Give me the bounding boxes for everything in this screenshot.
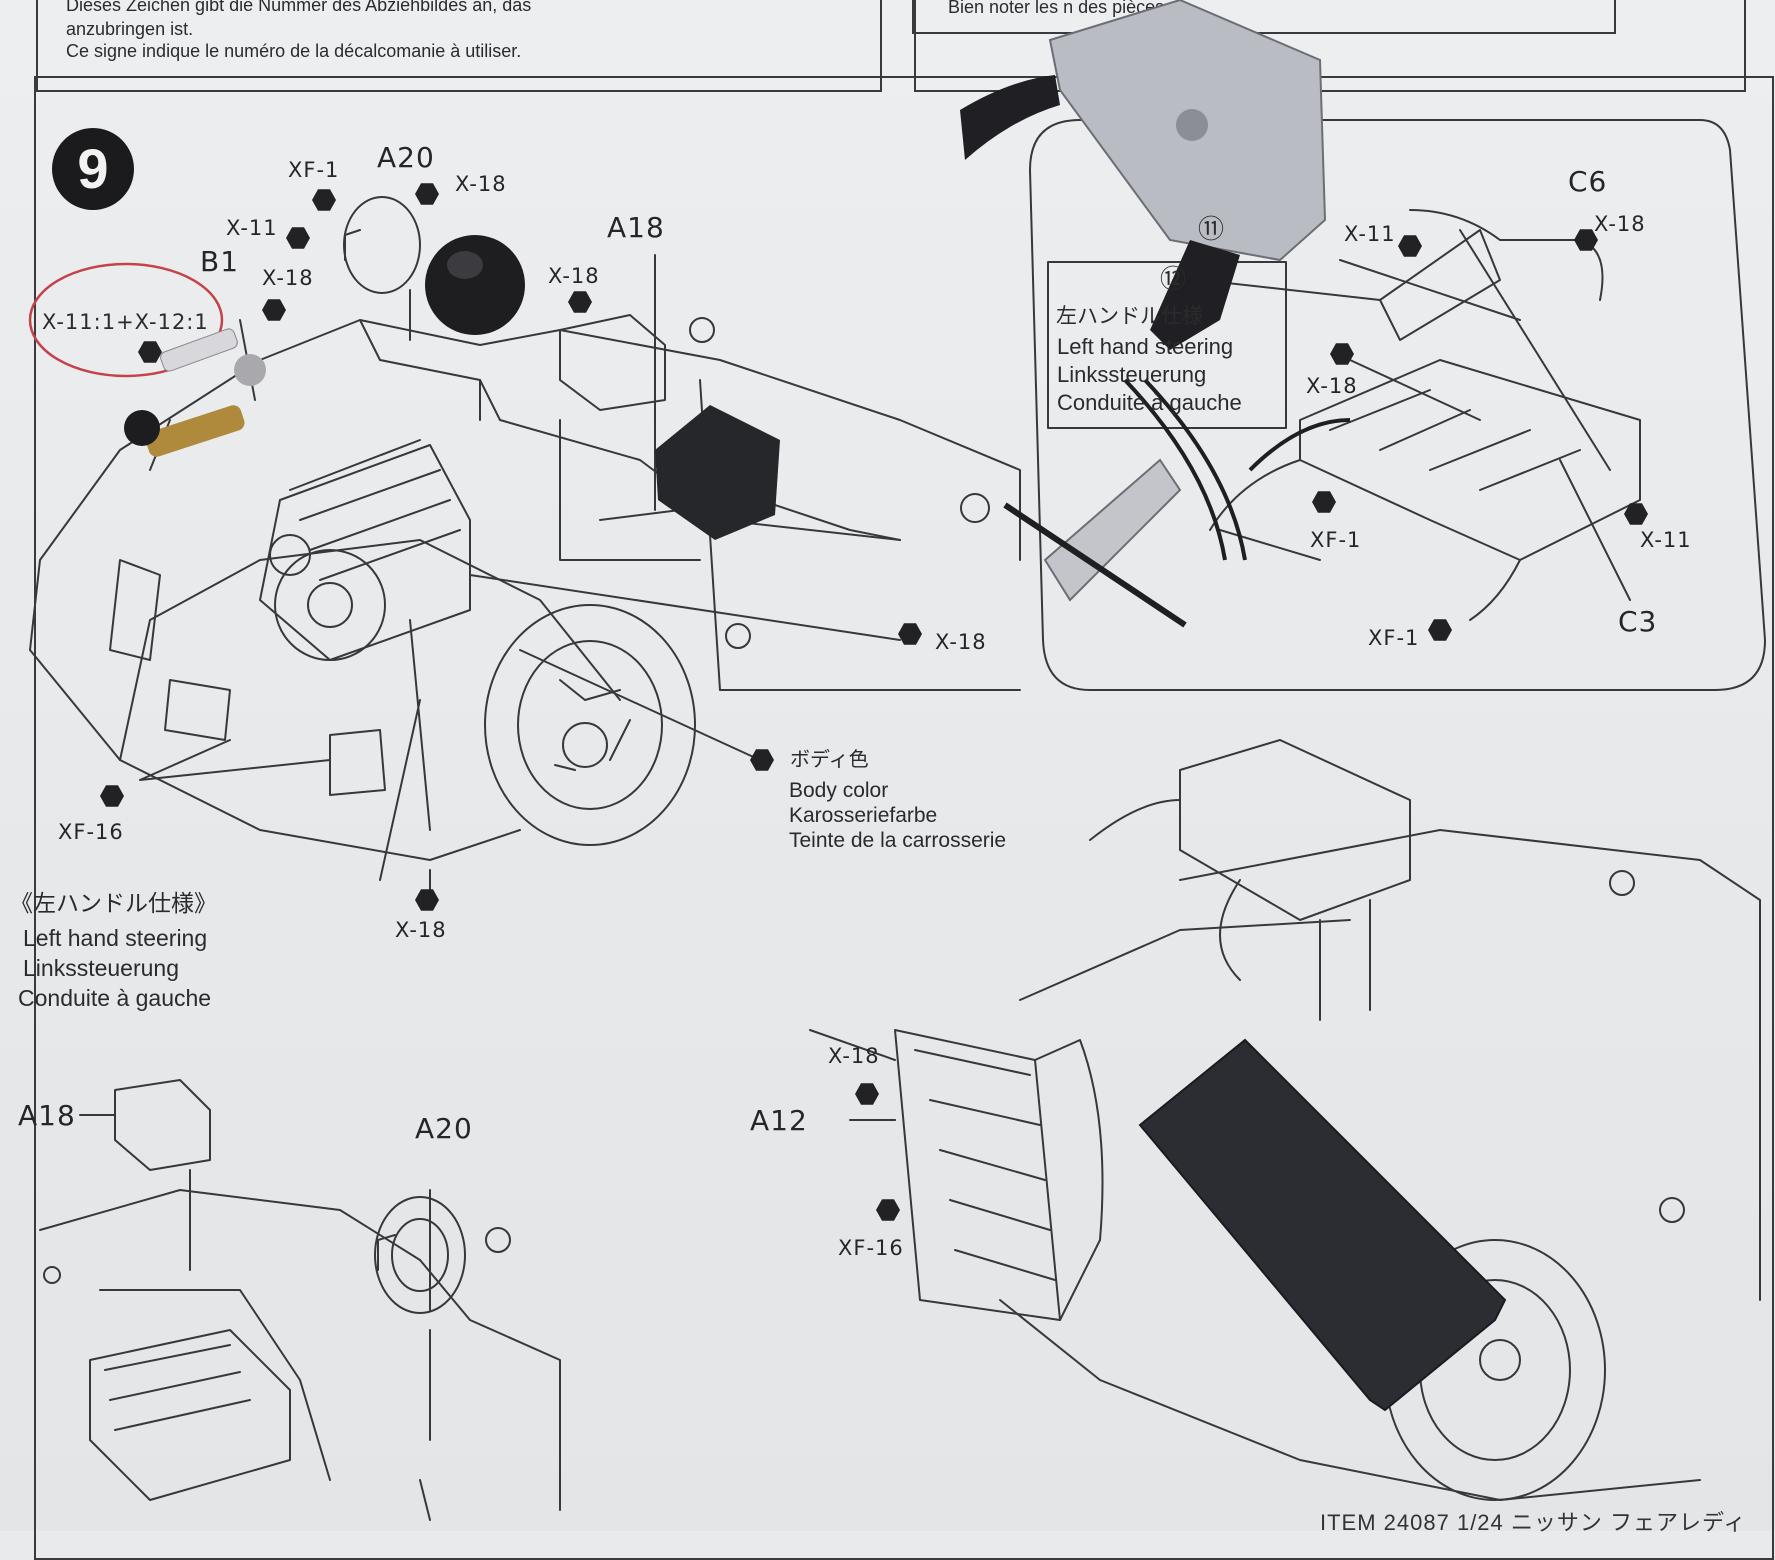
lower-label-a12: A12: [750, 1104, 808, 1137]
black-horn-part: [425, 235, 525, 335]
hex-marker-b1-x18: [262, 299, 286, 321]
inset-step-11: ⑪: [1198, 214, 1225, 244]
hex-marker-x18-bottom: [415, 889, 439, 911]
label-x18-top: X-18: [455, 172, 507, 196]
lower-label-xf16: XF-16: [838, 1236, 904, 1260]
hex-marker-xf16: [100, 785, 124, 807]
handwritten-circle: [28, 262, 224, 378]
label-xf1-top: XF-1: [288, 158, 340, 182]
inset-label-x18-a: X-18: [1594, 212, 1646, 236]
body-color-en: Body color: [789, 779, 889, 802]
hex-marker-x18-top: [415, 183, 439, 205]
inset-label-x11-b: X-11: [1640, 528, 1692, 552]
inset-label-x11-a: X-11: [1344, 222, 1396, 246]
hex-marker-x11-left: [286, 227, 310, 249]
step-number-badge: 9: [52, 128, 134, 210]
silver-intake-part: [960, 0, 1327, 350]
body-color-fr: Teinte de la carrosserie: [789, 829, 1007, 852]
hex-marker-engine-x18: [898, 623, 922, 645]
inset-lhs-fr: Conduite à gauche: [1057, 390, 1242, 415]
hex-marker-inset-xf1a: [1312, 491, 1336, 513]
label-x18-a18: X-18: [548, 264, 600, 288]
label-a18: A18: [607, 211, 665, 244]
lhs-main-jp: 《左ハンドル仕様》: [10, 890, 217, 916]
header-line-1: Dieses Zeichen gibt die Nummer des Abzie…: [66, 0, 532, 15]
lower-label-a20: A20: [415, 1112, 473, 1145]
hex-marker-inset-x18a: [1574, 229, 1598, 251]
inset-label-xf1-b: XF-1: [1368, 626, 1420, 650]
hex-marker-a18-x18: [568, 291, 592, 313]
label-handwritten-note: X-11:1+X-12:1: [42, 310, 209, 334]
label-b1: B1: [200, 245, 240, 278]
inset-lhs-jp: 左ハンドル仕様: [1056, 305, 1203, 328]
hex-marker-inset-xf1b: [1428, 619, 1452, 641]
inset-label-c3: C3: [1618, 605, 1658, 638]
inset-label-xf1-a: XF-1: [1310, 528, 1362, 552]
hex-marker-lower-xf16: [876, 1199, 900, 1221]
hex-marker-body-color: [750, 749, 774, 771]
body-color-de: Karosseriefarbe: [789, 804, 938, 827]
silver-fuel-rail-part: [1003, 378, 1351, 628]
lower-label-x18: X-18: [828, 1044, 880, 1068]
lhs-main-fr: Conduite à gauche: [18, 985, 212, 1011]
inset-label-c6: C6: [1568, 165, 1608, 198]
hex-marker-inset-x18b: [1330, 343, 1354, 365]
hex-marker-inset-x11: [1398, 235, 1422, 257]
label-a20: A20: [377, 141, 435, 174]
label-x11-left: X-11: [226, 216, 278, 240]
footer-text: ITEM 24087 1/24 ニッサン フェアレディ: [1320, 1510, 1747, 1535]
header-line-2: anzubringen ist.: [66, 19, 194, 39]
lower-label-a18: A18: [18, 1099, 76, 1132]
lhs-main-en: Left hand steering: [23, 925, 208, 951]
label-xf16: XF-16: [58, 820, 124, 844]
black-radiator-part: [1138, 1038, 1507, 1412]
label-x18-engine: X-18: [935, 630, 987, 654]
hex-marker-lower-x18: [855, 1083, 879, 1105]
inset-lhs-en: Left hand steering: [1057, 334, 1234, 359]
lhs-main-de: Linkssteuerung: [23, 955, 179, 981]
inset-step-12: ⑫: [1160, 264, 1187, 294]
hex-marker-note: [138, 341, 162, 363]
header-line-3: Ce signe indique le numéro de la décalco…: [66, 41, 522, 61]
header-box-left: [36, 0, 882, 92]
body-color-jp: ボディ色: [790, 749, 869, 771]
hex-marker-inset-x11b: [1624, 503, 1648, 525]
inset-label-x18-b: X-18: [1306, 374, 1358, 398]
header-box-right: [914, 0, 1746, 92]
black-battery-part: [655, 405, 780, 540]
label-x18-b1: X-18: [262, 266, 314, 290]
hex-marker-xf1-top: [312, 189, 336, 211]
inset-lhs-de: Linkssteuerung: [1057, 362, 1207, 387]
header-note-box: [912, 0, 1616, 34]
label-x18-bottom: X-18: [395, 918, 447, 942]
brass-fitting-part: [124, 328, 266, 457]
header-right-line: Bien noter les n des pièces.: [948, 0, 1170, 17]
